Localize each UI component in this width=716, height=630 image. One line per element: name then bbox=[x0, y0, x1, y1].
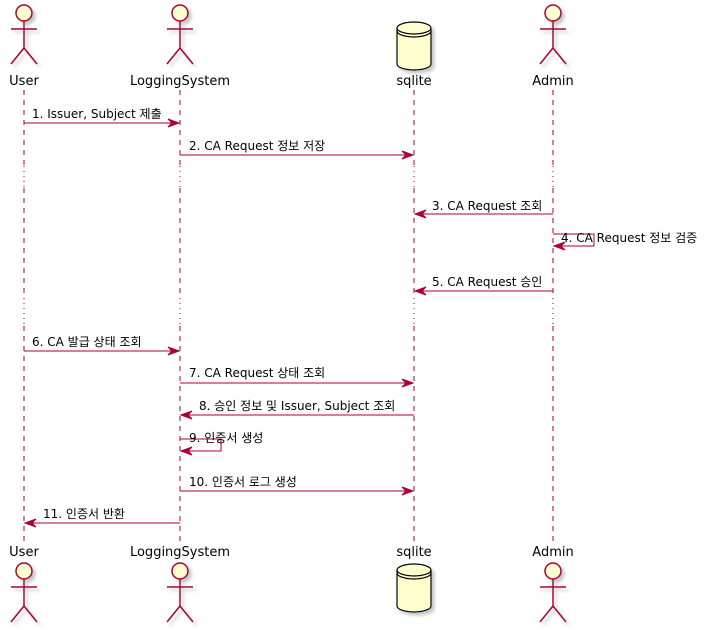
user-bottom-actor-icon bbox=[10, 562, 38, 623]
message-label-9: 9. 인증서 생성 bbox=[189, 431, 263, 445]
message-arrow-3 bbox=[413, 209, 553, 219]
message-arrow-11 bbox=[23, 518, 180, 528]
participant-heads-bottom bbox=[10, 562, 567, 623]
message-label-6: 6. CA 발급 상태 조회 bbox=[32, 335, 142, 349]
participant-label-sqlite-top: sqlite bbox=[396, 74, 431, 89]
participant-label-loggingsystem-top: LoggingSystem bbox=[130, 74, 230, 89]
message-arrow-7 bbox=[180, 378, 415, 388]
message-arrow-5 bbox=[413, 286, 553, 296]
message-arrow-4 bbox=[552, 233, 595, 251]
message-arrow-2 bbox=[180, 150, 415, 160]
participant-heads-top bbox=[10, 4, 567, 71]
participant-label-user-top: User bbox=[9, 74, 39, 89]
message-arrow-8 bbox=[179, 410, 414, 420]
message-arrow-10 bbox=[180, 486, 415, 496]
participant-label-admin-top: Admin bbox=[532, 74, 573, 89]
message-label-7: 7. CA Request 상태 조회 bbox=[189, 366, 325, 380]
message-label-8: 8. 승인 정보 및 Issuer, Subject 조회 bbox=[199, 399, 395, 413]
message-arrow-9 bbox=[179, 438, 222, 456]
sqlite-bottom-database-icon bbox=[396, 563, 432, 613]
message-arrows bbox=[23, 118, 595, 528]
message-label-2: 2. CA Request 정보 저장 bbox=[189, 139, 325, 153]
message-label-4: 4. CA Request 정보 검증 bbox=[561, 231, 697, 245]
participant-label-sqlite-bottom: sqlite bbox=[396, 545, 431, 560]
message-arrow-1 bbox=[24, 118, 181, 128]
message-label-10: 10. 인증서 로그 생성 bbox=[189, 475, 297, 489]
user-top-actor-icon bbox=[10, 4, 38, 65]
admin-bottom-actor-icon bbox=[539, 562, 567, 623]
message-label-11: 11. 인증서 반환 bbox=[43, 507, 125, 521]
message-label-3: 3. CA Request 조회 bbox=[432, 199, 542, 213]
participant-label-user-bottom: User bbox=[9, 545, 39, 560]
admin-top-actor-icon bbox=[539, 4, 567, 65]
message-arrow-6 bbox=[24, 346, 181, 356]
loggingsystem-top-actor-icon bbox=[166, 4, 194, 65]
message-label-5: 5. CA Request 승인 bbox=[432, 275, 542, 289]
sqlite-top-database-icon bbox=[396, 21, 432, 71]
lifelines bbox=[23, 90, 554, 542]
loggingsystem-bottom-actor-icon bbox=[166, 562, 194, 623]
message-label-1: 1. Issuer, Subject 제출 bbox=[32, 107, 162, 121]
participant-label-admin-bottom: Admin bbox=[532, 545, 573, 560]
participant-label-loggingsystem-bottom: LoggingSystem bbox=[130, 545, 230, 560]
